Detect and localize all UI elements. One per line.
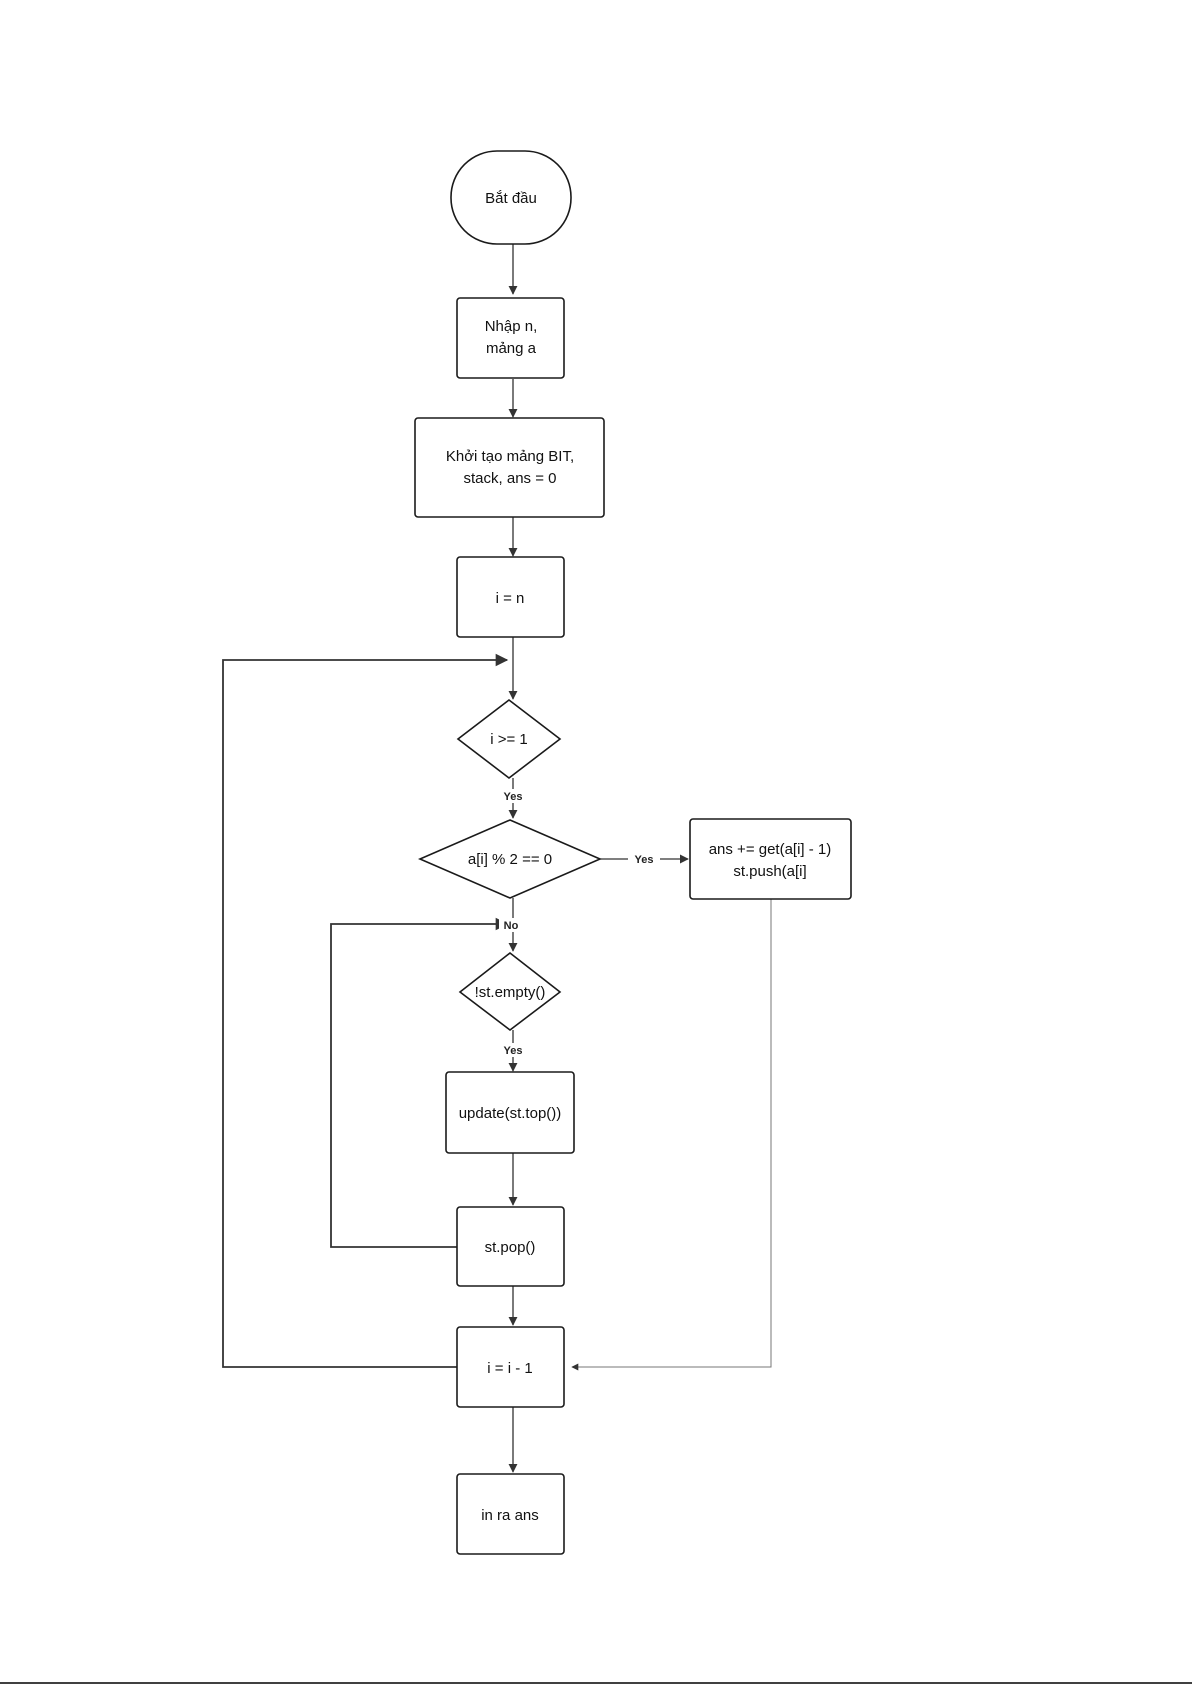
edge-label-cond-even-no: No: [504, 920, 519, 932]
node-even-action-line-1: ans += get(a[i] - 1): [709, 841, 832, 858]
node-start-line-1: Bắt đầu: [485, 190, 537, 207]
node-even-action: ans += get(a[i] - 1) st.push(a[i]: [690, 819, 851, 899]
node-input: Nhập n, mảng a: [457, 298, 564, 378]
node-update: update(st.top()): [446, 1072, 574, 1153]
node-even-action-line-2: st.push(a[i]: [733, 863, 806, 880]
node-output-line-1: in ra ans: [481, 1507, 539, 1524]
node-init-line-2: stack, ans = 0: [464, 470, 557, 487]
even-action-process-shape: [690, 819, 851, 899]
init-process-shape: [415, 418, 604, 517]
node-init-line-1: Khởi tạo mảng BIT,: [446, 448, 574, 465]
node-start: Bắt đầu: [451, 151, 571, 244]
edge-label-cond-i-yes: Yes: [504, 791, 523, 803]
node-input-line-1: Nhập n,: [485, 318, 538, 335]
node-cond-stack-line-1: !st.empty(): [475, 984, 546, 1001]
node-input-line-2: mảng a: [486, 340, 537, 357]
node-decrement: i = i - 1: [457, 1327, 564, 1407]
edge-label-cond-even-yes: Yes: [635, 854, 654, 866]
input-process-shape: [457, 298, 564, 378]
node-output: in ra ans: [457, 1474, 564, 1554]
node-pop-line-1: st.pop(): [485, 1239, 536, 1256]
edge-even-action-to-decrement: [572, 899, 771, 1367]
edge-label-cond-stack-yes: Yes: [504, 1045, 523, 1057]
node-cond-i: i >= 1: [458, 700, 560, 778]
node-set-i-line-1: i = n: [496, 590, 525, 607]
node-cond-even-line-1: a[i] % 2 == 0: [468, 851, 552, 868]
node-set-i: i = n: [457, 557, 564, 637]
node-cond-even: a[i] % 2 == 0: [420, 820, 600, 898]
node-update-line-1: update(st.top()): [459, 1105, 562, 1122]
node-cond-i-line-1: i >= 1: [490, 731, 528, 748]
node-decrement-line-1: i = i - 1: [487, 1360, 532, 1377]
node-cond-stack: !st.empty(): [460, 953, 560, 1030]
node-pop: st.pop(): [457, 1207, 564, 1286]
node-init: Khởi tạo mảng BIT, stack, ans = 0: [415, 418, 604, 517]
